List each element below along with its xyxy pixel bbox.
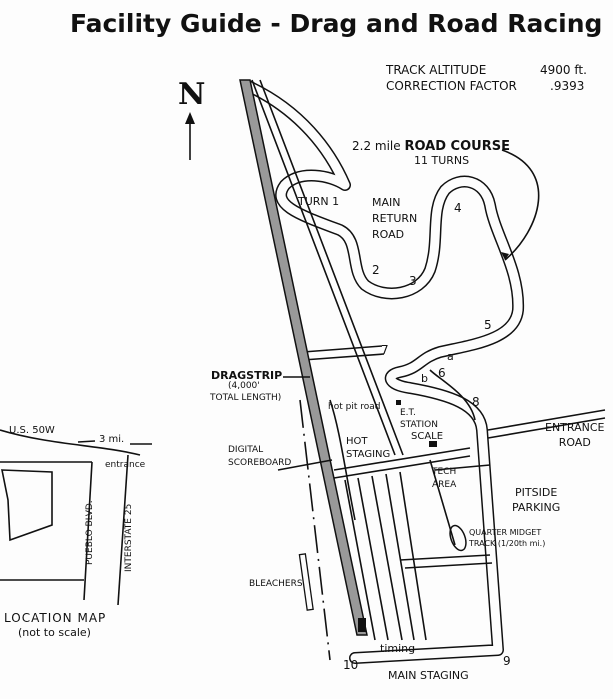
road-course-length: 2.2 mile: [352, 139, 401, 153]
label-line: PARKING: [512, 501, 561, 514]
road-course-turns: 11 TURNS: [414, 154, 470, 167]
pitside-parking-label: PITSIDE PARKING: [512, 485, 560, 515]
label-line: QUARTER MIDGET: [469, 528, 542, 537]
turn-2: 2: [372, 263, 380, 277]
quarter-midget-track: [449, 524, 467, 552]
us50-label: U.S. 50W: [9, 425, 55, 436]
turn-8: 8: [472, 395, 480, 409]
scale-label: SCALE: [411, 431, 444, 442]
hot-pit-road-label: hot pit road: [328, 402, 381, 412]
label-line: SCOREBOARD: [228, 458, 292, 468]
timing-label: timing: [380, 642, 416, 655]
north-compass-icon: N: [178, 77, 206, 112]
tech-area-label: TECH AREA: [432, 466, 456, 492]
label-line: HOT: [346, 436, 368, 447]
turn-6a: a: [447, 350, 454, 363]
location-map-subtitle: (not to scale): [18, 626, 91, 639]
interstate-25-label: INTERSTATE 25: [124, 503, 134, 572]
label-line: ROAD: [558, 436, 591, 449]
label-line: PITSIDE: [515, 486, 558, 499]
entrance-road-label: ENTRANCE ROAD: [545, 420, 604, 450]
dragstrip-label: DRAGSTRIP: [211, 369, 283, 382]
dragstrip: [239, 79, 368, 636]
road-course-name: ROAD COURSE: [404, 139, 510, 154]
hot-staging-label: HOT STAGING: [346, 435, 390, 461]
label-line: ENTRANCE: [545, 421, 605, 434]
distance-label: 3 mi.: [99, 434, 125, 445]
label-line: STATION: [400, 420, 438, 430]
road-course-label: 2.2 mile ROAD COURSE: [352, 139, 510, 154]
turn-6b: b: [421, 372, 428, 385]
label-line: RETURN: [372, 212, 418, 225]
altitude-value: 4900 ft.: [540, 63, 587, 77]
turn-7: 7: [381, 343, 389, 357]
pueblo-blvd-label: PUEBLO BLVD.: [85, 500, 95, 565]
turn-6: 6: [438, 366, 446, 380]
label-line: TECH: [432, 467, 457, 477]
quarter-midget-label: QUARTER MIDGET TRACK (1/20th mi.): [469, 527, 545, 549]
turn-10: 10: [343, 658, 359, 672]
label-line: MAIN: [372, 196, 401, 209]
location-map-title: LOCATION MAP: [4, 611, 107, 625]
turn-4: 4: [454, 201, 462, 215]
et-station-marker: [396, 400, 401, 405]
turn-9: 9: [503, 654, 511, 668]
label-line: DIGITAL: [228, 445, 264, 455]
location-map-drawing: [0, 429, 152, 606]
label-line: E.T.: [400, 408, 416, 418]
label-line: STAGING: [346, 449, 391, 460]
entrance-label: entrance: [105, 460, 146, 470]
label-line: ROAD: [372, 228, 405, 241]
correction-value: .9393: [550, 79, 585, 93]
dragstrip-total: TOTAL LENGTH): [210, 393, 282, 403]
turn-3: 3: [409, 274, 417, 288]
turn1-label: TURN 1: [298, 195, 340, 208]
bleachers-label: BLEACHERS: [249, 579, 303, 589]
main-staging-label: MAIN STAGING: [388, 669, 469, 682]
pit-lanes: [344, 459, 493, 641]
label-line: AREA: [432, 480, 457, 490]
et-station-label: E.T. STATION: [400, 407, 438, 431]
correction-label: CORRECTION FACTOR: [386, 79, 517, 93]
dragstrip-length: (4,000': [228, 381, 260, 391]
bleachers: [298, 553, 314, 611]
timing-booth: [358, 618, 366, 632]
road-course: [242, 79, 606, 664]
turn-5: 5: [484, 318, 492, 332]
page-title: Facility Guide - Drag and Road Racing: [70, 9, 603, 38]
digital-scoreboard-label: DIGITAL SCOREBOARD: [228, 444, 291, 470]
main-return-road-label: MAIN RETURN ROAD: [372, 195, 417, 243]
label-line: TRACK (1/20th mi.): [469, 539, 546, 548]
scale-marker: [429, 441, 437, 447]
altitude-label: TRACK ALTITUDE: [386, 63, 487, 77]
